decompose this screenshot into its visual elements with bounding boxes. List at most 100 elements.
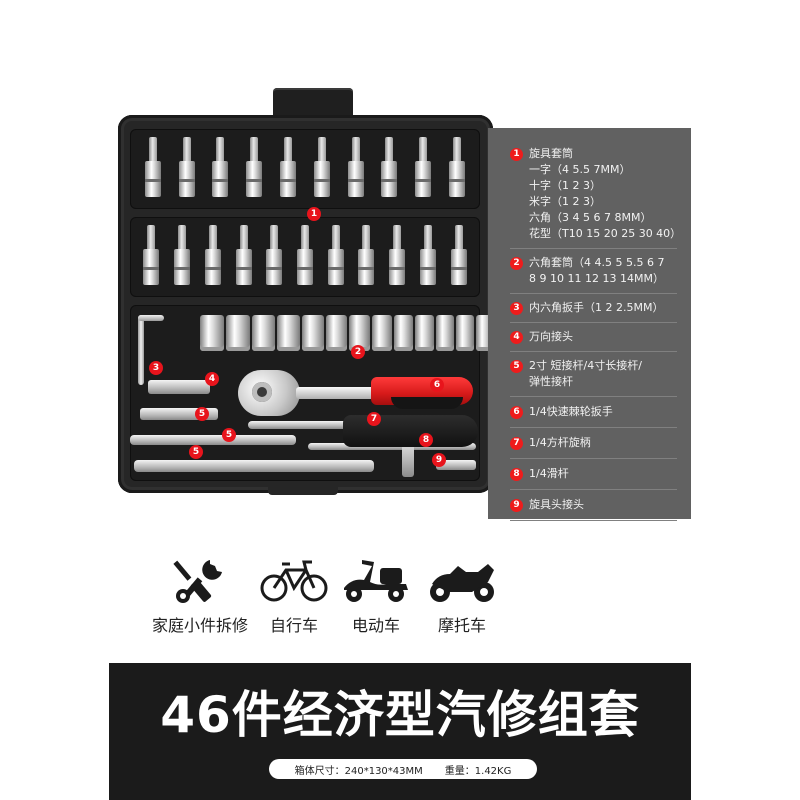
legend-title: 六角套筒（4 4.5 5 5.5 6 7	[529, 256, 665, 269]
legend-title: 1/4方杆旋柄	[529, 436, 591, 449]
legend-badge: 3	[510, 302, 523, 315]
legend-title: 1/4滑杆	[529, 467, 569, 480]
legend-badge: 2	[510, 257, 523, 270]
spec-pill: 箱体尺寸：240*130*43MM 重量：1.42KG	[269, 759, 537, 779]
legend-item-8: 8 1/4滑杆	[510, 459, 677, 490]
weight-label: 重量：1.42KG	[444, 765, 512, 777]
legend-line: 六角（3 4 5 6 7 8MM）	[529, 211, 652, 224]
legend-badge: 6	[510, 406, 523, 419]
hex-socket-row	[200, 315, 493, 351]
hex-socket	[456, 315, 474, 351]
hex-socket	[372, 315, 392, 351]
legend-title: 1/4快速棘轮扳手	[529, 405, 613, 418]
legend-item-7: 7 1/4方杆旋柄	[510, 428, 677, 459]
legend-item-5: 5 2寸 短接杆/4寸长接杆/ 弹性接杆	[510, 352, 677, 397]
usage-label: 自行车	[269, 616, 318, 635]
legend-line: 一字（4 5.5 7MM）	[529, 163, 631, 176]
legend-badge: 4	[510, 331, 523, 344]
screwdriver-bit	[449, 137, 466, 199]
spinner-shaft	[248, 421, 353, 429]
usage-label: 摩托车	[437, 616, 486, 635]
legend-line: 花型（T10 15 20 25 30 40）	[529, 227, 682, 240]
screwdriver-bit	[313, 137, 330, 199]
spinner-handle	[343, 415, 478, 447]
marker-5c: 5	[189, 445, 203, 459]
product-banner: 46件经济型汽修组套 箱体尺寸：240*130*43MM 重量：1.42KG	[109, 663, 691, 800]
legend-badge: 9	[510, 499, 523, 512]
hex-socket	[326, 315, 347, 351]
marker-2: 2	[351, 345, 365, 359]
bit-adapter	[436, 460, 476, 470]
screwdriver-bit	[266, 225, 283, 287]
legend-title: 2寸 短接杆/4寸长接杆/	[529, 359, 642, 372]
screwdriver-bit	[389, 225, 406, 287]
hex-socket	[349, 315, 370, 351]
hex-socket	[252, 315, 275, 351]
screwdriver-bit	[144, 137, 161, 199]
screwdriver-bit	[212, 137, 229, 199]
hex-socket	[200, 315, 224, 351]
legend-line: 弹性接杆	[529, 375, 573, 388]
tools-icon	[173, 560, 222, 603]
screwdriver-bit	[450, 225, 467, 287]
legend-badge: 1	[510, 148, 523, 161]
legend-line: 8 9 10 11 12 13 14MM）	[529, 272, 664, 285]
universal-joint	[148, 380, 210, 394]
hex-socket	[302, 315, 324, 351]
bicycle-icon	[260, 560, 328, 602]
ratchet-head	[238, 370, 300, 416]
legend-badge: 5	[510, 360, 523, 373]
legend-item-4: 4 万向接头	[510, 323, 677, 352]
usage-label: 家庭小件拆修	[151, 616, 248, 635]
legend-item-2: 2 六角套筒（4 4.5 5 5.5 6 7 8 9 10 11 12 13 1…	[510, 249, 677, 294]
legend-line: 十字（1 2 3）	[529, 179, 601, 192]
long-extension-bar	[130, 435, 296, 445]
screwdriver-bit	[246, 137, 263, 199]
screwdriver-bit	[358, 225, 375, 287]
marker-1: 1	[307, 207, 321, 221]
screwdriver-bit	[296, 225, 313, 287]
marker-5a: 5	[195, 407, 209, 421]
legend-badge: 8	[510, 468, 523, 481]
marker-8: 8	[419, 433, 433, 447]
screwdriver-bit	[143, 225, 160, 287]
legend-item-9: 9 旋具头接头	[510, 490, 677, 521]
tool-case-image: 1 2 3 4 5 5 5 6 7 8 9	[118, 115, 493, 495]
screwdriver-bit	[178, 137, 195, 199]
case-foot	[268, 487, 338, 495]
marker-4: 4	[205, 372, 219, 386]
product-title: 46件经济型汽修组套	[160, 686, 640, 744]
screwdriver-bit	[235, 225, 252, 287]
parts-legend: 1 旋具套筒 一字（4 5.5 7MM） 十字（1 2 3） 米字（1 2 3）…	[488, 128, 691, 521]
legend-title: 旋具套筒	[529, 147, 573, 160]
hex-socket	[226, 315, 250, 351]
allen-key	[138, 315, 164, 385]
marker-9: 9	[432, 453, 446, 467]
marker-5b: 5	[222, 428, 236, 442]
bit-row-middle	[130, 225, 480, 287]
legend-line: 米字（1 2 3）	[529, 195, 601, 208]
legend-title: 万向接头	[529, 330, 573, 343]
usage-scooter: 电动车	[340, 558, 412, 636]
screwdriver-bit	[204, 225, 221, 287]
usage-bicycle: 自行车	[258, 558, 330, 636]
usage-scenarios: 家庭小件拆修 自行车 电动车	[140, 558, 520, 648]
screwdriver-bit	[280, 137, 297, 199]
marker-3: 3	[149, 361, 163, 375]
usage-home-repair: 家庭小件拆修	[140, 558, 260, 636]
screwdriver-bit	[327, 225, 344, 287]
legend-item-1: 1 旋具套筒 一字（4 5.5 7MM） 十字（1 2 3） 米字（1 2 3）…	[510, 140, 682, 249]
motorcycle-icon	[430, 564, 494, 602]
screwdriver-bit	[419, 225, 436, 287]
legend-item-6: 6 1/4快速棘轮扳手	[510, 397, 677, 428]
screwdriver-bit	[347, 137, 364, 199]
bit-row-top	[130, 137, 480, 199]
ratchet-shaft	[296, 387, 376, 399]
ratchet-grip	[371, 377, 473, 409]
hex-socket	[436, 315, 454, 351]
legend-title: 内六角扳手（1 2 2.5MM）	[529, 301, 664, 314]
screwdriver-bit	[174, 225, 191, 287]
screwdriver-bit	[381, 137, 398, 199]
marker-7: 7	[367, 412, 381, 426]
usage-motorcycle: 摩托车	[426, 558, 498, 636]
